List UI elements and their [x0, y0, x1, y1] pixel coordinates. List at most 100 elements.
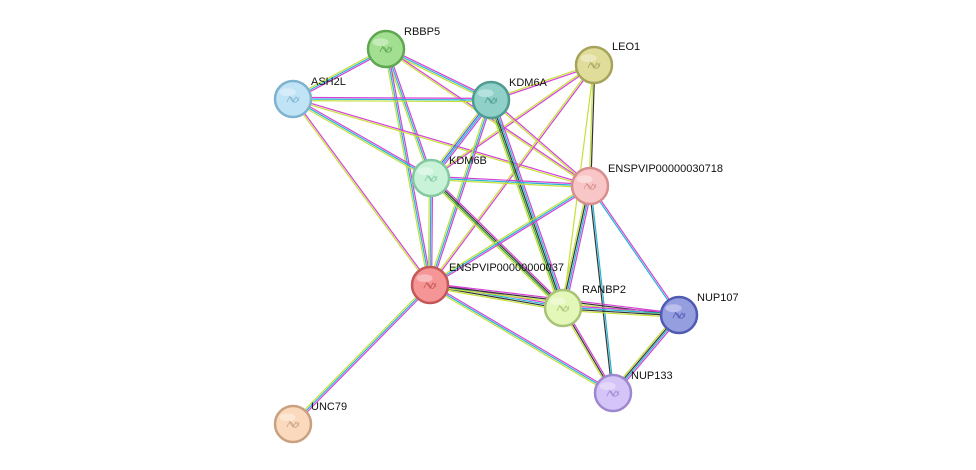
node-circle[interactable] — [659, 295, 699, 335]
node-kdm6a[interactable] — [471, 80, 511, 120]
edge-strand — [293, 285, 432, 426]
edge-enspvip00000030718-nup107 — [588, 185, 681, 316]
nodes-layer — [273, 29, 699, 444]
edge-strand — [430, 100, 494, 286]
edge-strand — [563, 305, 680, 314]
edge-strand — [293, 98, 432, 285]
protein-structure-icon — [606, 389, 620, 397]
edge-strand — [590, 185, 681, 315]
edge-ranbp2-nup107 — [562, 305, 680, 318]
node-circle[interactable] — [471, 80, 511, 120]
node-label-ranbp2: RANBP2 — [582, 284, 626, 296]
edge-strand — [429, 286, 563, 311]
node-circle[interactable] — [273, 79, 313, 119]
node-circle[interactable] — [543, 288, 583, 328]
node-nup107[interactable] — [659, 295, 699, 335]
edge-strand — [292, 98, 492, 101]
edge-ash2l-kdm6a — [292, 96, 492, 103]
edge-kdm6b-enspvip00000030718 — [430, 175, 591, 189]
protein-structure-icon — [672, 311, 686, 319]
edge-strand — [386, 47, 492, 100]
node-circle[interactable] — [570, 166, 610, 206]
edge-strand — [491, 99, 566, 308]
node-label-enspvip00000000037: ENSPVIP00000000037 — [449, 262, 564, 274]
node-label-enspvip00000030718: ENSPVIP00000030718 — [608, 163, 723, 175]
edge-ash2l-enspvip00000000037 — [291, 98, 432, 286]
node-circle[interactable] — [574, 45, 614, 85]
node-label-nup133: NUP133 — [631, 370, 673, 382]
protein-structure-icon — [484, 96, 498, 104]
edge-strand — [385, 48, 432, 179]
node-ranbp2[interactable] — [543, 288, 583, 328]
edge-strand — [292, 284, 431, 425]
node-highlight — [417, 167, 434, 176]
edge-leo1-enspvip00000030718 — [588, 64, 596, 187]
edge-strand — [588, 186, 613, 394]
edge-strand — [291, 283, 430, 424]
protein-structure-icon — [583, 182, 597, 190]
edge-strand — [562, 309, 679, 318]
node-label-kdm6b: KDM6B — [449, 155, 487, 167]
edge-strand — [430, 65, 596, 286]
edge-strand — [292, 98, 432, 179]
edge-leo1-kdm6b — [430, 63, 595, 180]
node-enspvip00000030718[interactable] — [570, 166, 610, 206]
node-circle[interactable] — [273, 404, 313, 444]
protein-structure-icon — [379, 45, 393, 53]
node-highlight — [665, 304, 682, 313]
node-label-rbbp5: RBBP5 — [404, 26, 440, 38]
edge-strand — [430, 283, 615, 393]
edge-strand — [590, 185, 615, 393]
protein-structure-icon — [424, 174, 438, 182]
edge-strand — [291, 99, 431, 180]
edge-enspvip00000000037-nup133 — [428, 283, 615, 395]
node-ash2l[interactable] — [273, 79, 313, 119]
edge-strand — [561, 185, 590, 308]
node-enspvip00000000037[interactable] — [410, 265, 450, 305]
edge-strand — [386, 48, 433, 285]
edge-strand — [431, 177, 564, 308]
node-label-nup107: NUP107 — [697, 292, 739, 304]
node-circle[interactable] — [410, 265, 450, 305]
node-circle[interactable] — [411, 158, 451, 198]
node-leo1[interactable] — [574, 45, 614, 85]
edge-strand — [430, 63, 594, 178]
edge-strand — [563, 306, 680, 315]
edge-strand — [291, 99, 430, 286]
edge-strand — [428, 285, 613, 395]
edge-strand — [293, 97, 433, 178]
node-highlight — [416, 274, 433, 283]
node-label-ash2l: ASH2L — [311, 76, 346, 88]
edge-strand — [293, 97, 591, 186]
edge-strand — [493, 98, 567, 308]
edge-strand — [386, 48, 434, 178]
node-label-kdm6a: KDM6A — [509, 77, 548, 89]
node-unc79[interactable] — [273, 404, 313, 444]
edge-enspvip00000030718-ranbp2 — [560, 185, 593, 309]
edge-strand — [431, 65, 595, 180]
edge-strand — [430, 178, 590, 189]
edge-ash2l-enspvip00000030718 — [292, 97, 591, 188]
edge-strand — [428, 184, 590, 285]
node-circle[interactable] — [366, 29, 406, 69]
edge-strand — [429, 284, 614, 394]
edge-strand — [560, 185, 589, 308]
protein-structure-icon — [587, 61, 601, 69]
edge-strand — [383, 49, 430, 286]
node-rbbp5[interactable] — [366, 29, 406, 69]
edge-strand — [491, 98, 591, 186]
edge-strand — [488, 100, 563, 309]
edge-strand — [427, 99, 491, 285]
edge-enspvip00000030718-enspvip00000000037 — [428, 184, 592, 287]
edge-kdm6a-enspvip00000000037 — [427, 99, 494, 286]
edge-strand — [385, 48, 492, 101]
node-highlight — [477, 89, 494, 98]
node-kdm6b[interactable] — [411, 158, 451, 198]
node-nup133[interactable] — [593, 373, 633, 413]
node-circle[interactable] — [593, 373, 633, 413]
protein-structure-icon — [556, 304, 570, 312]
edge-strand — [490, 99, 564, 309]
edge-strand — [428, 64, 594, 285]
edge-strand — [292, 99, 491, 103]
edge-kdm6a-enspvip00000030718 — [490, 98, 591, 188]
